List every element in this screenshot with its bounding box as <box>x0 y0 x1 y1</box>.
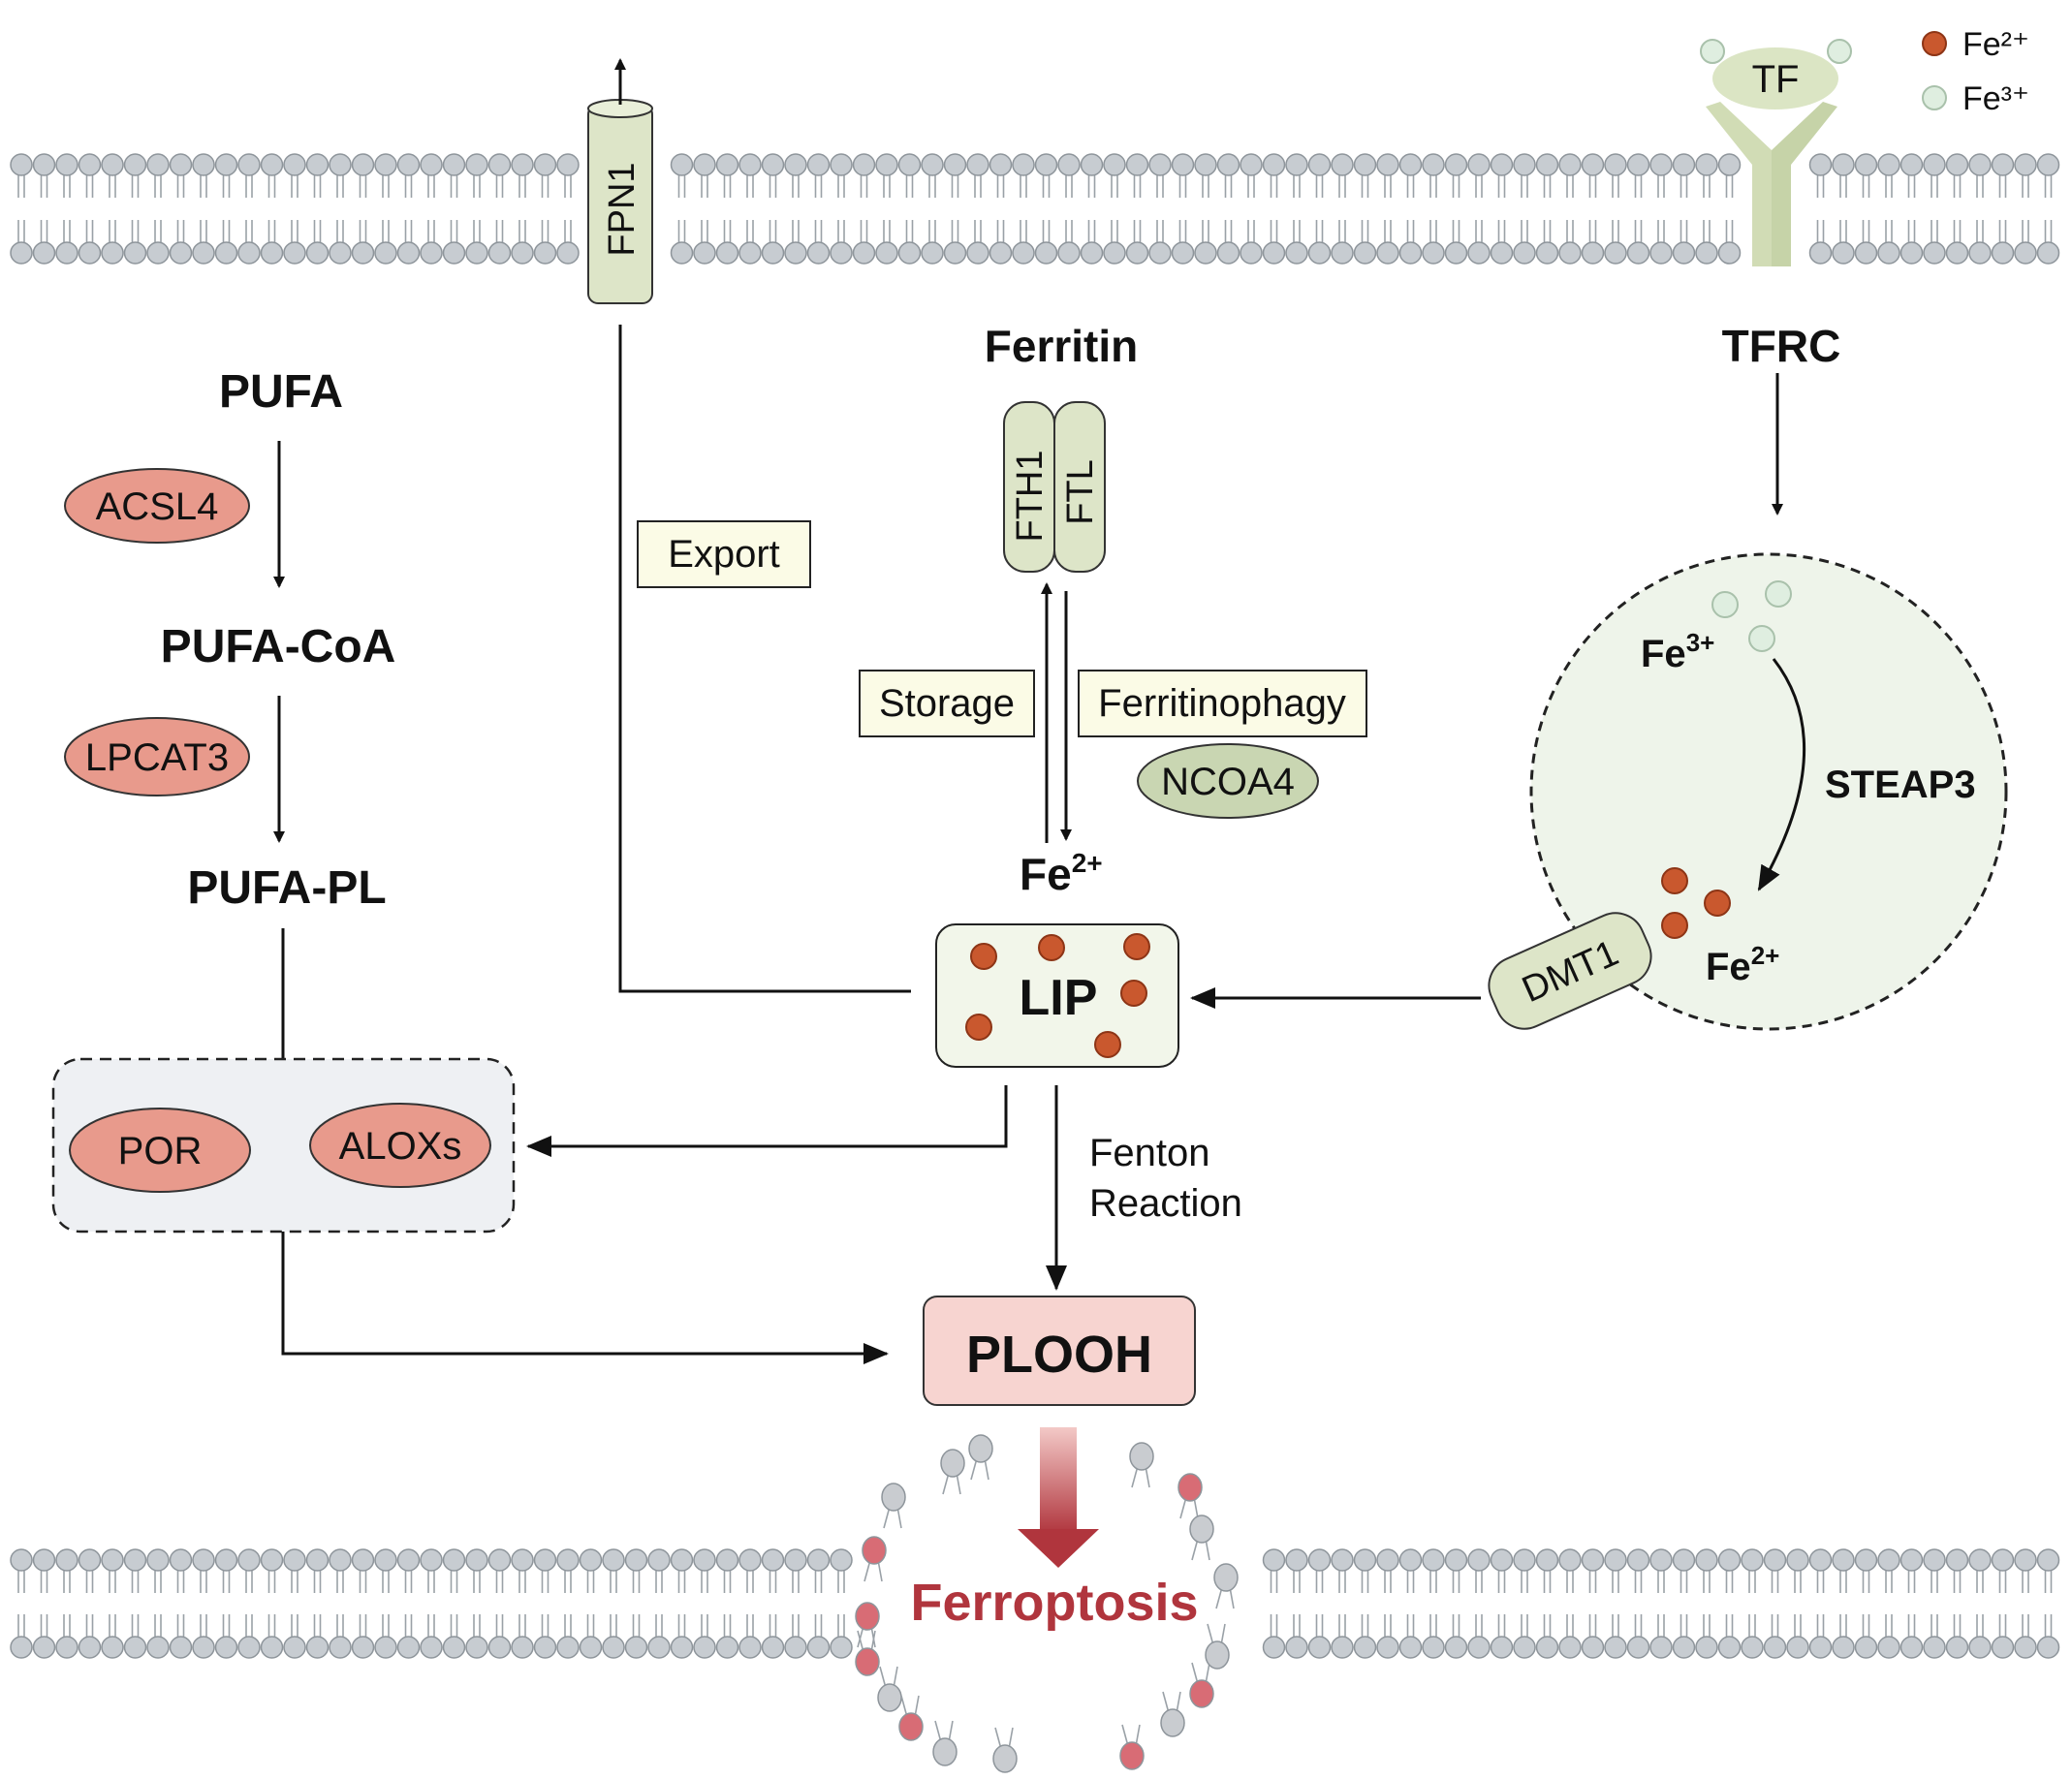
fenton-label-line2: Reaction <box>1089 1182 1242 1225</box>
fe3-ion <box>1748 625 1775 652</box>
ftl-label: FTL <box>1060 459 1101 525</box>
tfrc-receptor: TF TFRC <box>1700 39 1852 515</box>
steap3-label: STEAP3 <box>1825 764 1976 806</box>
lip-box <box>935 923 1179 1068</box>
fe3-ion <box>1765 580 1792 608</box>
acsl4-label: ACSL4 <box>96 485 219 528</box>
dmt1-transporter: DMT1 <box>1488 912 1652 1030</box>
lip-label: LIP <box>1020 970 1098 1026</box>
legend: Fe²⁺ Fe³⁺ <box>1922 26 2029 117</box>
export-box <box>637 520 811 588</box>
endosome: Fe3+ STEAP3 Fe2+ <box>1529 552 2008 1031</box>
ftl-subunit <box>1053 401 1106 573</box>
iron-export-path: Export <box>618 325 911 993</box>
ferritin-label: Ferritin <box>985 321 1138 371</box>
fenton-reaction: Fenton Reaction <box>1046 1085 1242 1291</box>
export-label: Export <box>668 533 780 576</box>
lip-to-aloxs-arrow <box>526 1085 1008 1157</box>
ferritinophagy-label: Ferritinophagy <box>1098 682 1346 725</box>
fe2-ion <box>1120 980 1147 1007</box>
aloxs-enzyme <box>309 1103 491 1188</box>
por-label: POR <box>118 1130 203 1172</box>
pufa-label: PUFA <box>219 366 343 418</box>
por-enzyme <box>69 1108 251 1193</box>
fe2-ion <box>1704 890 1731 917</box>
lipid-pathway: PUFA ACSL4 PUFA-CoA LPCAT3 PUFA-PL POR A… <box>51 366 889 1364</box>
legend-fe3-swatch <box>1922 85 1947 110</box>
bottom-cell-membrane <box>10 1548 2060 1659</box>
tf-label: TF <box>1752 58 1800 101</box>
fth1-label: FTH1 <box>1010 451 1051 543</box>
labile-iron-pool: LIP <box>935 923 1179 1068</box>
ferroptosis-outcome: Ferroptosis <box>910 1427 1199 1632</box>
fenton-label-line1: Fenton <box>1089 1132 1210 1174</box>
endosome-membrane <box>1529 552 2008 1031</box>
legend-fe3-label: Fe³⁺ <box>1962 80 2029 117</box>
lpcat3-enzyme <box>64 717 250 796</box>
plooh-box <box>923 1296 1196 1406</box>
ruptured-membrane-lipids <box>855 1434 1239 1773</box>
fpn1-label: FPN1 <box>602 162 643 256</box>
ncoa4-enzyme <box>1137 743 1319 819</box>
fe3-ion <box>1700 39 1725 64</box>
fe2-ion <box>1038 934 1065 961</box>
aloxs-label: ALOXs <box>339 1125 462 1168</box>
ncoa4-label: NCOA4 <box>1161 761 1295 803</box>
ferritinophagy-box <box>1078 670 1367 737</box>
pufa-pl-label: PUFA-PL <box>187 862 386 914</box>
fe2-ion <box>1123 933 1150 960</box>
tfrc-label: TFRC <box>1722 321 1841 371</box>
fe2-ion <box>970 943 997 970</box>
legend-fe2-label: Fe²⁺ <box>1962 26 2029 63</box>
lpcat3-label: LPCAT3 <box>85 736 229 779</box>
plooh-node: PLOOH <box>923 1296 1196 1406</box>
legend-fe2-swatch <box>1922 31 1947 56</box>
acsl4-enzyme <box>64 468 250 544</box>
fpn1-transporter: FPN1 <box>587 58 653 304</box>
storage-box <box>859 670 1035 737</box>
cytosolic-fe2-label: Fe2+ <box>1020 848 1103 899</box>
storage-label: Storage <box>879 682 1015 725</box>
ferroptosis-label: Ferroptosis <box>910 1574 1198 1632</box>
fe2-ion <box>1661 867 1688 894</box>
fe2-ion <box>1094 1031 1121 1058</box>
endosome-fe2-label: Fe2+ <box>1706 941 1779 988</box>
endosome-fe3-label: Fe3+ <box>1641 628 1714 675</box>
fe2-ion <box>1661 912 1688 939</box>
fe3-ion <box>1711 591 1739 618</box>
plooh-label: PLOOH <box>966 1326 1152 1384</box>
fe2-ion <box>965 1014 992 1041</box>
pufa-coa-label: PUFA-CoA <box>161 621 396 672</box>
ferritin-storage: Ferritin FTH1 FTL Storage Ferritinophagy… <box>859 321 1367 899</box>
top-cell-membrane <box>10 153 2060 265</box>
fe3-ion <box>1827 39 1852 64</box>
